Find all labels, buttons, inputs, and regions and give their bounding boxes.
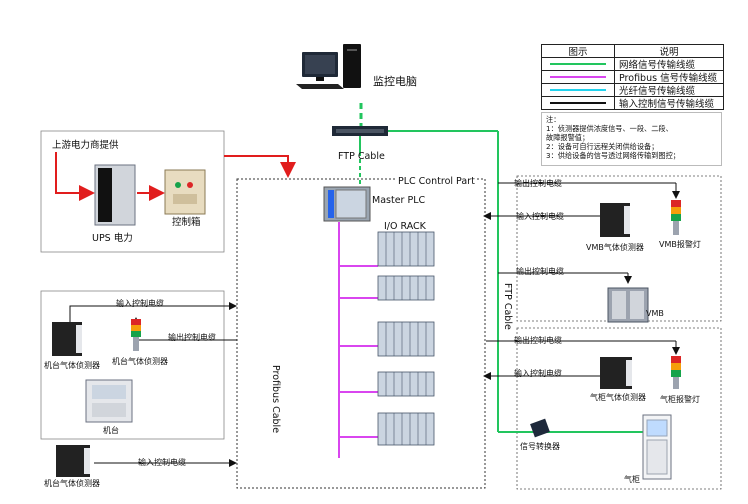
- cabinet-detector-label: 气柜气体侦测器: [590, 393, 646, 402]
- notes-line: 1：侦测器提供浓度信号、一段、二段、: [546, 124, 673, 133]
- gas-cabinet-icon: [642, 414, 672, 480]
- legend-row: 网络信号传输线缆: [542, 57, 723, 71]
- legend-row: 光纤信号传输线缆: [542, 83, 723, 97]
- notes-line: 3：供给设备的信号透过网络传输到图控；: [546, 151, 680, 160]
- io-rack-1: [377, 231, 435, 446]
- network-switch-icon: [332, 126, 388, 136]
- machine-label: 机台: [103, 426, 119, 435]
- machine-icon: [85, 379, 133, 423]
- ftp-cable-label: FTP Cable: [338, 151, 385, 162]
- machine-detector-icon: [52, 322, 82, 356]
- legend-label: 光纤信号传输线缆: [619, 86, 696, 97]
- vmb-cabinet-icon: [607, 287, 649, 323]
- cabinet-alarm-icon: [671, 356, 681, 389]
- io-rack-label: I/O RACK: [384, 221, 426, 232]
- legend-header-desc: 说明: [659, 47, 679, 58]
- legend-swatch: [550, 63, 606, 65]
- ups-icon: [94, 164, 136, 226]
- vmb-dashed-box: [516, 175, 722, 322]
- vmb-alarm-icon: [671, 200, 681, 235]
- legend-header: 图示 说明: [542, 45, 723, 58]
- machine-alarm-icon: [131, 319, 141, 351]
- output-cable-label: 输出控制电缆: [168, 333, 216, 342]
- legend-label: 输入控制信号传输线缆: [619, 99, 715, 110]
- cabinet-alarm-label: 气柜报警灯: [660, 395, 700, 404]
- input-cable-label: 输入控制电缆: [116, 299, 164, 308]
- legend-row: Profibus 信号传输线缆: [542, 70, 723, 84]
- cabinet-dashed-box: [516, 327, 722, 490]
- signal-converter-label: 信号转换器: [520, 442, 560, 451]
- legend-label: 网络信号传输线缆: [619, 60, 696, 71]
- vmb-label: VMB: [646, 309, 664, 318]
- monitor-pc-icon: [296, 44, 361, 89]
- notes-line: 2：设备可自行远程关闭供给设备；: [546, 142, 659, 151]
- machine-detector-bottom-icon: [56, 445, 90, 477]
- cabinet-detector-icon: [600, 357, 632, 389]
- notes-title: 注：: [546, 115, 561, 124]
- power-source-label: 上游电力商提供: [52, 140, 119, 151]
- power-box: [40, 130, 225, 253]
- machine-box: [40, 290, 225, 440]
- control-box-label: 控制箱: [172, 217, 201, 228]
- input-cable-label: 输入控制电缆: [514, 369, 562, 378]
- profibus-cable-label: Profibus Cable: [270, 365, 281, 434]
- signal-converter-icon: [530, 418, 550, 438]
- machine-detector-bottom-label: 机台气体侦测器: [44, 479, 100, 488]
- vmb-alarm-label: VMB报警灯: [659, 240, 701, 249]
- monitor-pc-label: 监控电脑: [373, 75, 417, 88]
- plc-dashed-box: [236, 178, 486, 489]
- master-plc-label: Master PLC: [372, 195, 426, 206]
- ups-label: UPS 电力: [92, 233, 133, 244]
- legend-row: 输入控制信号传输线缆: [542, 96, 723, 110]
- notes-box: 注： 1：侦测器提供浓度信号、一段、二段、 故障报警值； 2：设备可自行远程关闭…: [541, 112, 722, 166]
- input-cable-label: 输入控制电缆: [138, 458, 186, 467]
- notes-line: 故障报警值；: [546, 133, 590, 142]
- legend-swatch: [550, 76, 606, 78]
- legend-table: 图示 说明 网络信号传输线缆 Profibus 信号传输线缆 光纤信号传输线缆 …: [541, 44, 724, 110]
- legend-label: Profibus 信号传输线缆: [619, 73, 718, 84]
- output-cable-label: 输出控制电缆: [514, 179, 562, 188]
- vmb-detector-label: VMB气体侦测器: [586, 243, 644, 252]
- output-cable-label: 输出控制电缆: [516, 267, 564, 276]
- plc-control-part-label: PLC Control Part: [396, 176, 477, 187]
- gas-cabinet-label: 气柜: [624, 475, 640, 484]
- input-cable-label: 输入控制电缆: [516, 212, 564, 221]
- machine-detector-label: 机台气体侦测器: [44, 361, 100, 370]
- legend-swatch: [550, 89, 606, 91]
- control-box-icon: [164, 169, 206, 215]
- ftp-cable-vertical-label: FTP Cable: [502, 283, 513, 330]
- machine-detector-2-label: 机台气体侦测器: [112, 357, 168, 366]
- vmb-detector-icon: [600, 203, 630, 237]
- legend-swatch: [550, 102, 606, 104]
- output-cable-label: 输出控制电缆: [514, 336, 562, 345]
- master-plc-icon: [323, 186, 371, 222]
- legend-header-symbol: 图示: [542, 45, 615, 58]
